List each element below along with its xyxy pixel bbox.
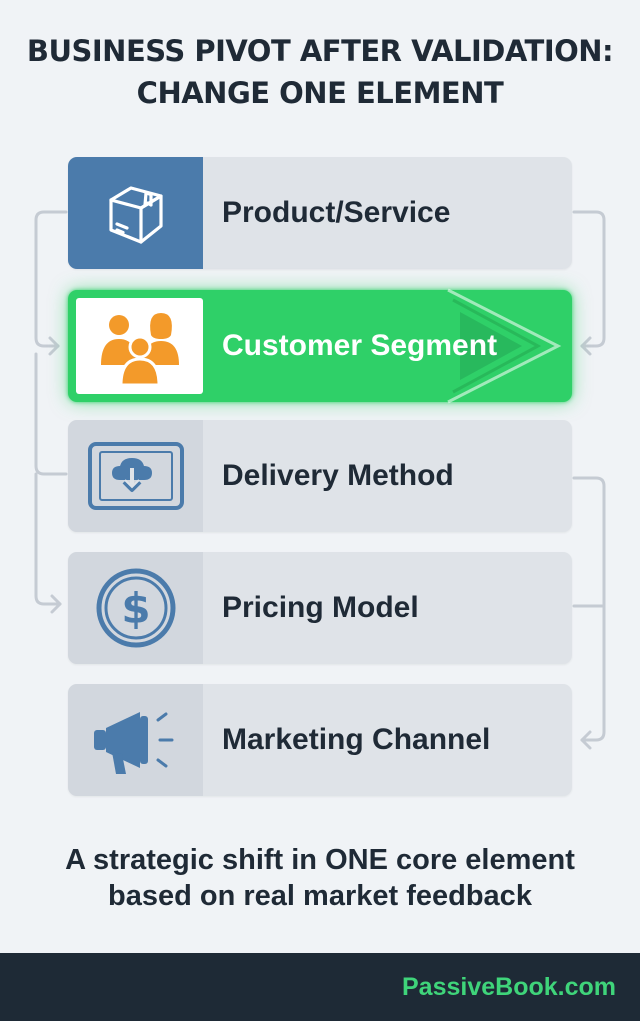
element-card-delivery-method: Delivery Method xyxy=(68,420,572,532)
dollar-coin-icon: $ xyxy=(96,568,175,648)
box-icon xyxy=(108,186,163,244)
title-line-2: CHANGE ONE ELEMENT xyxy=(136,76,504,110)
connector-right-upper xyxy=(572,210,606,348)
element-icon-box: $ xyxy=(68,552,203,664)
caption-line-2: based on real market feedback xyxy=(108,880,532,912)
connector-left-lower xyxy=(34,472,62,606)
title-line-1: BUSINESS PIVOT AFTER VALIDATION: xyxy=(26,34,614,68)
connector-right-lower-arrowhead xyxy=(580,730,592,750)
highlight-arrow xyxy=(447,288,562,404)
element-label: Product/Service xyxy=(222,196,451,229)
connector-right-upper-arrowhead xyxy=(580,336,592,356)
element-icon-box xyxy=(68,684,203,796)
element-icon-box xyxy=(68,420,203,532)
element-label: Delivery Method xyxy=(222,459,454,492)
connector-right-lower xyxy=(572,476,606,742)
brand-link[interactable]: PassiveBook.com xyxy=(402,972,616,1001)
page-title: BUSINESS PIVOT AFTER VALIDATION: CHANGE … xyxy=(0,30,640,114)
caption: A strategic shift in ONE core element ba… xyxy=(0,842,640,914)
element-label: Pricing Model xyxy=(222,591,419,624)
element-card-product-service: Product/Service xyxy=(68,157,572,269)
caption-line-1: A strategic shift in ONE core element xyxy=(65,844,575,876)
element-icon-box xyxy=(76,298,203,394)
footer-bar: PassiveBook.com xyxy=(0,953,640,1021)
people-icon xyxy=(100,313,179,385)
connector-left-upper-arrowhead xyxy=(48,336,60,356)
connector-left-middle xyxy=(34,352,68,476)
element-card-marketing-channel: Marketing Channel xyxy=(68,684,572,796)
element-card-customer-segment: Customer Segment xyxy=(68,288,572,404)
element-card-pricing-model: $ Pricing Model xyxy=(68,552,572,664)
element-label: Marketing Channel xyxy=(222,723,491,756)
element-icon-box xyxy=(68,157,203,269)
connector-left-lower-arrowhead xyxy=(50,594,62,614)
element-label: Customer Segment xyxy=(222,329,498,362)
connector-left-upper xyxy=(34,210,68,348)
megaphone-icon xyxy=(93,712,173,774)
tablet-cloud-download-icon xyxy=(87,442,184,510)
svg-text:$: $ xyxy=(121,584,150,633)
